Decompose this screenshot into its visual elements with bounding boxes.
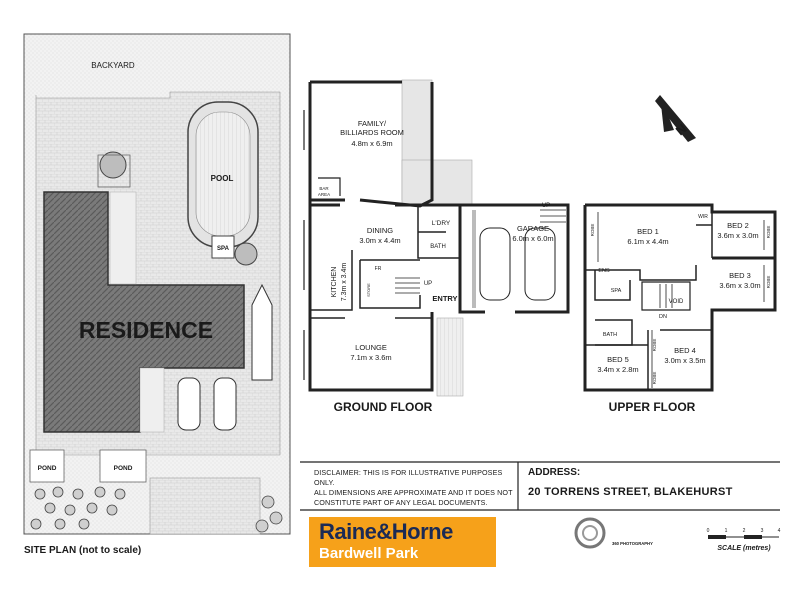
address-block: ADDRESS: 20 TORRENS STREET, BLAKEHURST <box>528 467 778 498</box>
site-plan-labels: BACKYARD POOL SPA RESIDENCE POND POND SI… <box>24 61 233 556</box>
robe-label: ROBE <box>766 276 771 289</box>
garage-label: GARAGE <box>517 224 549 233</box>
photographer-logo-icon <box>574 517 606 549</box>
site-plan-caption: SITE PLAN (not to scale) <box>24 545 141 556</box>
kitchen-dim: 7.3m x 3.4m <box>341 263 348 302</box>
spa <box>211 235 235 259</box>
bed1-label: BED 1 <box>637 227 659 236</box>
scale-ticks: 0 1 2 3 4 SCALE (metres) <box>707 528 781 552</box>
photographer-name: 360 PHOTOGRAPHY <box>612 541 653 546</box>
scale-tick: 1 <box>725 528 728 534</box>
scale-tick: 0 <box>707 528 710 534</box>
family-room-label: FAMILY/ <box>358 119 387 128</box>
site-tree <box>234 242 258 266</box>
disclaimer-line: DISCLAIMER: THIS IS FOR ILLUSTRATIVE PUR… <box>314 468 503 487</box>
site-car <box>213 377 237 431</box>
side-path <box>139 367 165 433</box>
robe-label: ROBE <box>652 372 657 385</box>
bed5-label: BED 5 <box>607 355 629 364</box>
pond <box>99 449 147 483</box>
ensuite-spa-label: SPA <box>611 288 622 294</box>
agency-logo: Raine&Horne Bardwell Park <box>309 517 496 567</box>
entry-label: ENTRY <box>432 294 457 303</box>
agency-office: Bardwell Park <box>319 545 419 562</box>
dining-label: DINING <box>367 226 393 235</box>
address-value: 20 TORRENS STREET, BLAKEHURST <box>528 486 733 498</box>
family-room-label-2: BILLIARDS ROOM <box>340 128 404 137</box>
scale-tick: 2 <box>743 528 746 534</box>
upper-floor-labels: BED 1 6.1m x 4.4m BED 2 3.6m x 3.0m BED … <box>590 214 771 414</box>
garage-stair-up-label: UP <box>542 203 550 209</box>
spa-label: SPA <box>217 246 230 252</box>
side-path <box>109 191 137 285</box>
agency-name: Raine&Horne <box>319 519 453 544</box>
ground-floor-plan <box>303 79 570 397</box>
stair-up-label: UP <box>424 281 432 287</box>
boat <box>251 283 273 381</box>
bed3-label: BED 3 <box>729 271 751 280</box>
upper-floor-title: UPPER FLOOR <box>609 400 696 414</box>
ground-floor-title: GROUND FLOOR <box>334 400 433 414</box>
pond-label: POND <box>38 465 57 472</box>
disclaimer-line: ALL DIMENSIONS ARE APPROXIMATE AND IT DO… <box>314 488 513 497</box>
void-label: VOID <box>669 299 684 305</box>
bar-area-label: BAR <box>319 186 329 191</box>
pond-label: POND <box>114 465 133 472</box>
lounge-label: LOUNGE <box>355 343 387 352</box>
disclaimer-line: CONSTITUTE PART OF ANY LEGAL DOCUMENTS. <box>314 498 488 507</box>
ground-bath-label: BATH <box>430 244 446 250</box>
disclaimer: DISCLAIMER: THIS IS FOR ILLUSTRATIVE PUR… <box>314 468 514 508</box>
garage-dim: 6.0m x 6.0m <box>512 234 553 243</box>
robe-label: ROBE <box>652 339 657 352</box>
site-tree <box>99 151 127 179</box>
residence-footprint <box>43 191 245 433</box>
bed4-label: BED 4 <box>674 346 696 355</box>
dining-dim: 3.0m x 4.4m <box>359 236 400 245</box>
scale-caption: SCALE (metres) <box>717 545 771 552</box>
fridge-label: FR <box>375 266 382 272</box>
ground-floor-labels: FAMILY/ BILLIARDS ROOM 4.8m x 6.9m BAR A… <box>318 119 554 414</box>
bed2-dim: 3.6m x 3.0m <box>717 231 758 240</box>
pool-label: POOL <box>211 174 234 183</box>
pond <box>29 449 65 483</box>
stair-down-label: DN <box>659 314 667 320</box>
address-label: ADDRESS: <box>528 467 581 478</box>
backyard-label: BACKYARD <box>91 61 135 70</box>
scale-bar <box>708 535 779 539</box>
frontage-shrubs <box>30 486 283 533</box>
lounge-dim: 7.1m x 3.6m <box>350 353 391 362</box>
scale-tick: 3 <box>761 528 764 534</box>
north-compass-icon <box>655 95 696 142</box>
bed5-dim: 3.4m x 2.8m <box>597 365 638 374</box>
bed4-dim: 3.0m x 3.5m <box>664 356 705 365</box>
driveway <box>149 477 261 535</box>
site-plan <box>23 33 291 535</box>
bar-area-label-2: AREA <box>318 192 330 197</box>
scale-tick: 4 <box>778 528 781 534</box>
bed2-label: BED 2 <box>727 221 749 230</box>
upper-floor-plan <box>583 203 777 392</box>
upper-bath-label: BATH <box>603 332 617 338</box>
site-car <box>177 377 201 431</box>
kitchen-label: KITCHEN <box>331 267 338 298</box>
bed1-dim: 6.1m x 4.4m <box>627 237 668 246</box>
ensuite-label: ENS <box>598 268 610 274</box>
wir-label: WIR <box>698 214 708 220</box>
store-label: STORE <box>366 283 371 297</box>
bed3-dim: 3.6m x 3.0m <box>719 281 760 290</box>
robe-label: ROBE <box>766 226 771 239</box>
planter-box <box>97 154 131 188</box>
family-room-dim: 4.8m x 6.9m <box>351 139 392 148</box>
robe-label: ROBE <box>590 224 595 237</box>
residence-label: RESIDENCE <box>79 317 213 343</box>
laundry-label: L'DRY <box>432 220 451 227</box>
